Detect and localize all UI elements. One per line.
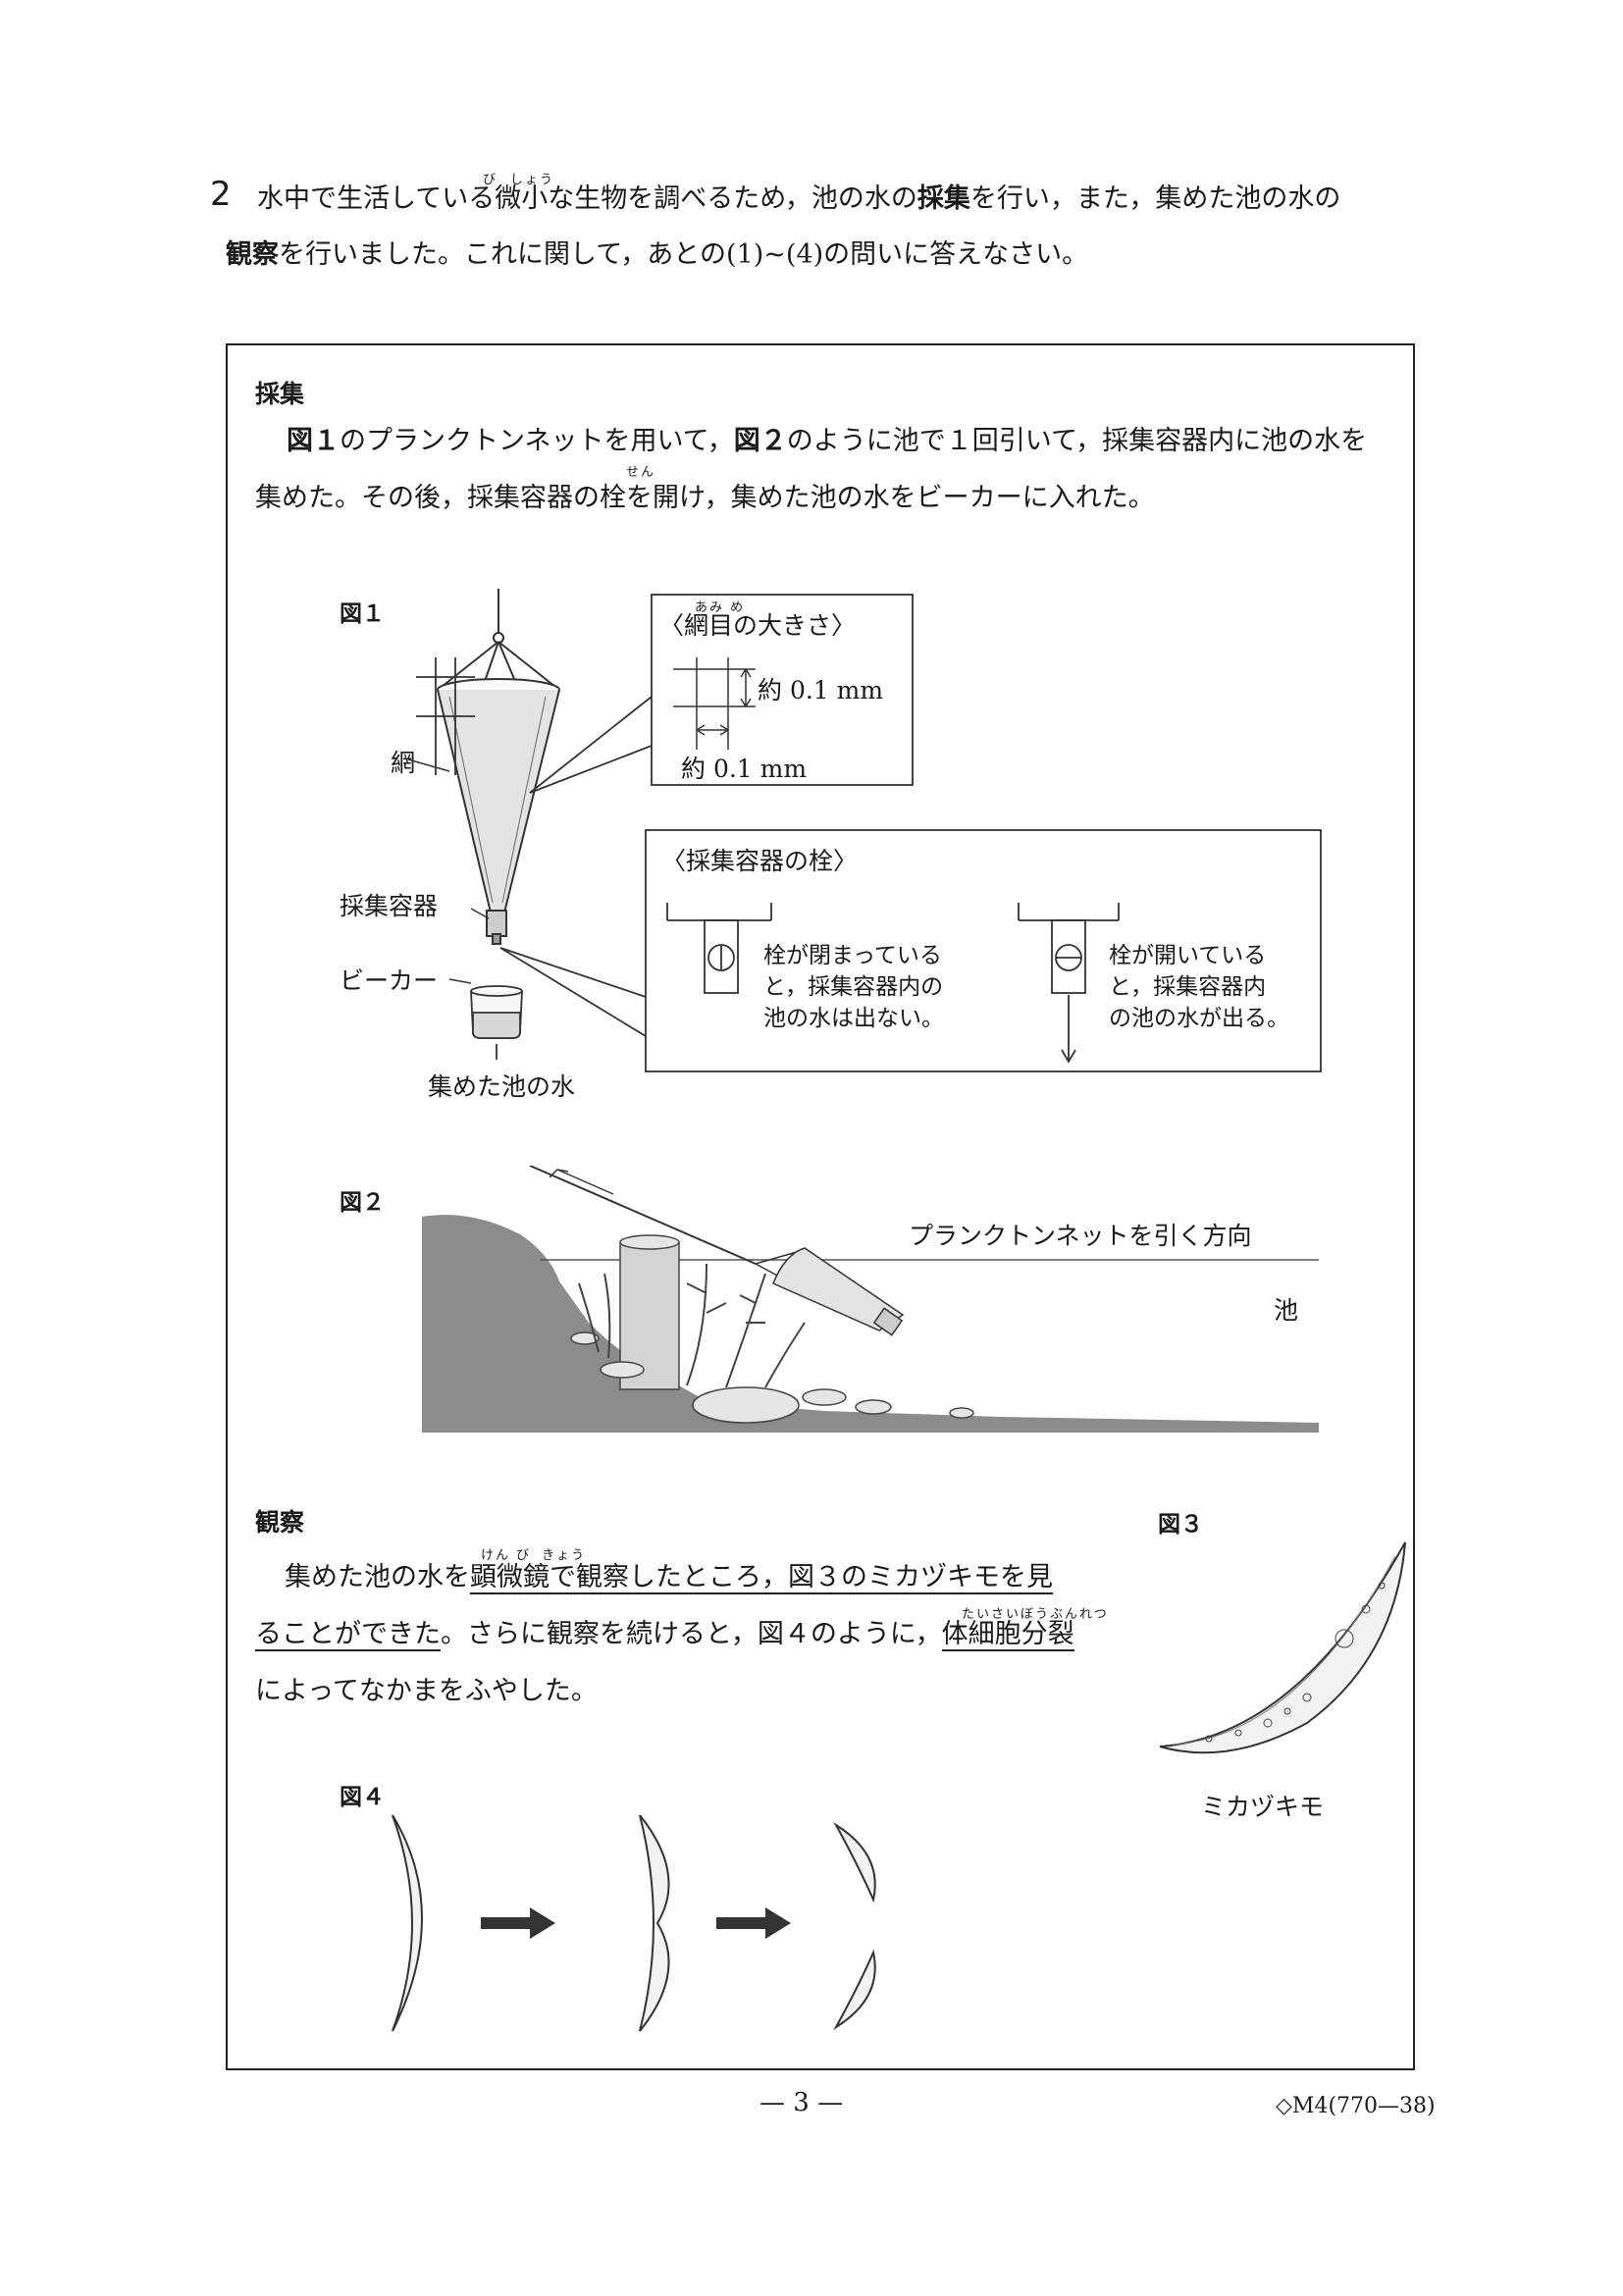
fig4-cell-division bbox=[392, 1814, 876, 2032]
collection-heading: 採集 bbox=[255, 380, 305, 408]
fig1-label: 図１ bbox=[340, 601, 385, 627]
fig3-label: 図３ bbox=[1158, 1512, 1203, 1538]
ruby-shou: しょう bbox=[510, 173, 555, 187]
question-intro-line2: 観察を行いました。これに関して，あとの(1)~(4)の問いに答えなさい。 bbox=[226, 239, 1089, 270]
open-stopper-text: 栓が開いていると，採集容器内の池の水が出る。 bbox=[1109, 943, 1289, 1031]
observation-line1: 集めた池の水を顕微鏡で観察したところ，図３のミカヅキモを見 bbox=[285, 1562, 1053, 1594]
closed-stopper-text: 栓が閉まっていると，採集容器内の池の水は出ない。 bbox=[763, 943, 944, 1031]
net-label: 網 bbox=[391, 749, 416, 777]
fig4-label: 図４ bbox=[340, 1785, 385, 1810]
stopper-title: 〈採集容器の栓〉 bbox=[661, 847, 859, 875]
beaker-drawing bbox=[470, 985, 523, 1060]
mesh-grid-drawing bbox=[673, 657, 756, 750]
observation-line2: ることができた。さらに観察を続けると，図４のように，体細胞分裂 bbox=[255, 1619, 1074, 1651]
container-label: 採集容器 bbox=[340, 892, 439, 920]
ruby-ami-me: あみ め bbox=[695, 600, 746, 615]
exam-code: ◇M4(770—38) bbox=[1276, 2094, 1436, 2118]
observation-heading: 観察 bbox=[255, 1508, 305, 1537]
fig2-pond-scene bbox=[422, 1166, 1319, 1433]
observation-line3: によってなかまをふやした。 bbox=[255, 1676, 598, 1706]
ruby-bi: び bbox=[483, 173, 498, 187]
ruby-taisaibou: たいさいぼうぶんれつ bbox=[962, 1607, 1109, 1622]
mesh-horizontal-size: 約 0.1 mm bbox=[681, 755, 808, 783]
direction-label: プランクトンネットを引く方向 bbox=[909, 1222, 1252, 1250]
mesh-vertical-size: 約 0.1 mm bbox=[758, 676, 884, 704]
question-intro-line1: 水中で生活している微小な生物を調べるため，池の水の採集を行い，また，集めた池の水… bbox=[257, 183, 1341, 214]
beaker-label: ビーカー bbox=[340, 966, 439, 995]
fig3-closterium bbox=[1159, 1541, 1406, 1754]
fig2-label: 図２ bbox=[340, 1190, 385, 1216]
stopper-callout bbox=[499, 829, 1322, 1072]
page-number: — 3 — bbox=[759, 2088, 844, 2117]
mesh-title: 〈網目の大きさ〉 bbox=[659, 611, 857, 640]
ruby-sen: せん bbox=[626, 465, 656, 480]
fig1-diagram bbox=[407, 589, 1322, 1072]
question-number: 2 bbox=[210, 175, 232, 214]
fig3-caption: ミカヅキモ bbox=[1201, 1793, 1325, 1821]
ruby-kenbi: けん び bbox=[481, 1548, 532, 1563]
pond-label: 池 bbox=[1274, 1296, 1299, 1325]
plankton-net-drawing bbox=[437, 589, 560, 945]
ruby-kyou: きょう bbox=[542, 1548, 587, 1563]
mesh-callout bbox=[416, 594, 914, 794]
collection-paragraph-line2: 集めた。その後，採集容器の栓を開け，集めた池の水をビーカーに入れた。 bbox=[255, 483, 1155, 513]
content-box bbox=[226, 343, 1415, 2070]
collection-paragraph-line1: 図１のプランクトンネットを用いて，図２のように池で１回引いて，採集容器内に池の水… bbox=[287, 426, 1368, 456]
water-label: 集めた池の水 bbox=[428, 1072, 576, 1101]
